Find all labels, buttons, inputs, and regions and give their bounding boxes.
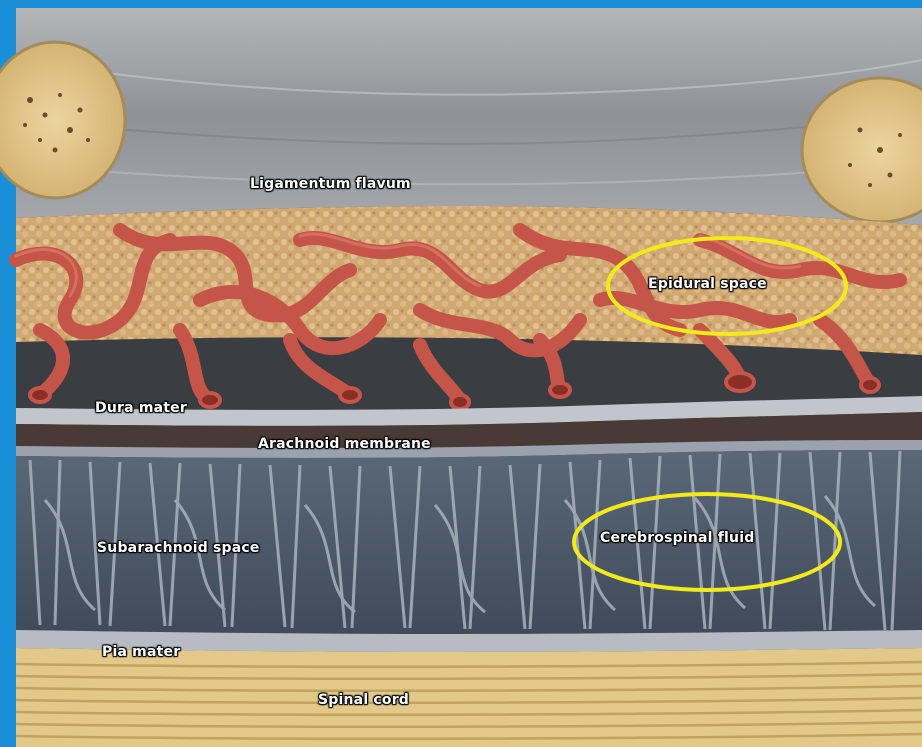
spinal-cord xyxy=(16,648,922,747)
label-cerebrospinal-fluid: Cerebrospinal fluid xyxy=(600,530,754,546)
ligamentum-flavum-band xyxy=(16,8,922,225)
label-epidural-space: Epidural space xyxy=(648,276,767,292)
vertebra-bone-left xyxy=(0,42,125,198)
label-dura-mater: Dura mater xyxy=(95,400,187,416)
label-arachnoid-membrane: Arachnoid membrane xyxy=(258,436,431,452)
label-spinal-cord: Spinal cord xyxy=(318,692,409,708)
label-ligamentum-flavum: Ligamentum flavum xyxy=(250,176,411,192)
label-pia-mater: Pia mater xyxy=(102,644,180,660)
anatomy-layers xyxy=(0,8,922,747)
label-subarachnoid-space: Subarachnoid space xyxy=(97,540,260,556)
